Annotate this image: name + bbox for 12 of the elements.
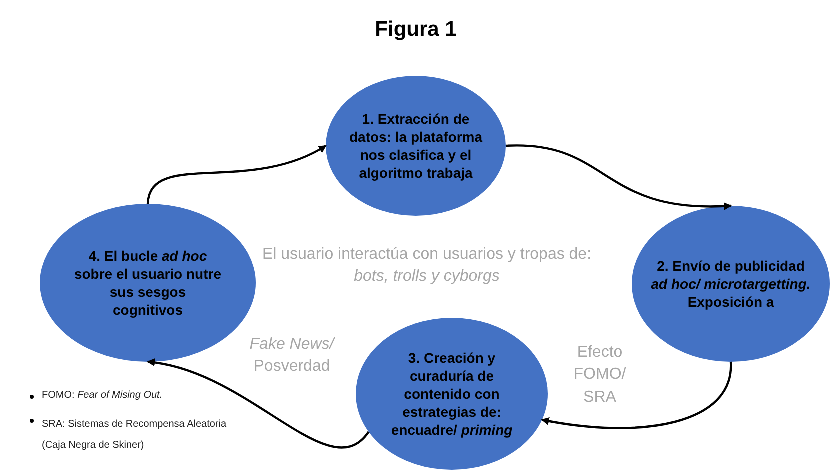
- node-text: 3. Creación y curaduría de contenido con estrategias de: encuadre/ priming: [390, 348, 514, 440]
- footnote: SRA: Sistemas de Recompensa Aleatoria (Caja Negra de Skiner): [42, 418, 228, 453]
- node-text: 1. Extracción de datos: la plataforma nos clasifica y el algoritmo trabaja: [348, 110, 484, 182]
- curved-arrow: [146, 145, 327, 204]
- curved-arrow: [506, 144, 732, 210]
- node-text: 4. El bucle ad hoc sobre el usuario nutre sus sesgos cognitivos: [73, 246, 223, 320]
- center-note: El usuario interactúa con usuarios y tropas de: bots, trolls y cyborgs: [262, 245, 592, 288]
- figure-title: Figura 1: [374, 17, 458, 43]
- curved-arrow: [541, 362, 732, 430]
- curved-arrow: [147, 359, 370, 449]
- footnote: FOMO: Fear of Mising Out.: [42, 390, 163, 402]
- node-text: 2. Envío de publicidad ad hoc/ microtargetting. Exposición a: [651, 256, 811, 312]
